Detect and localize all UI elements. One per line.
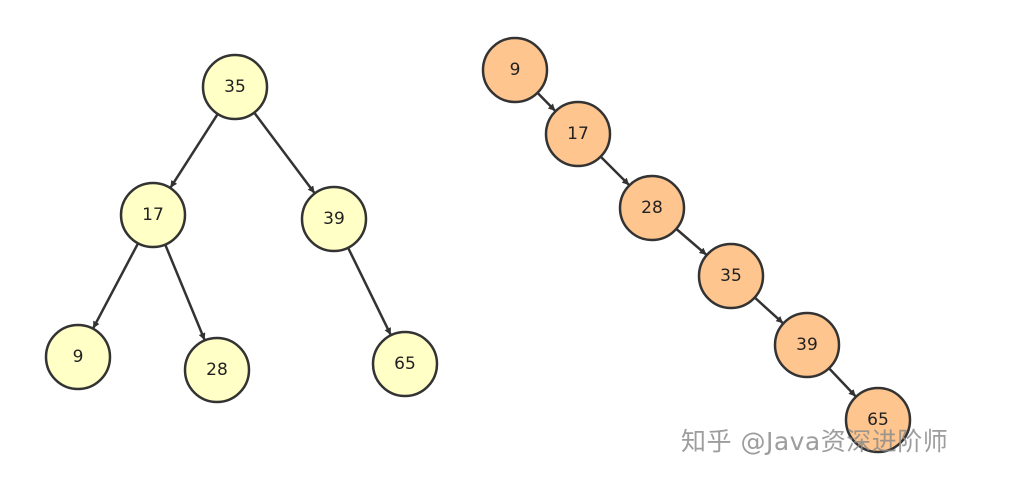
degenerate-node-circle [618,174,686,242]
balanced-node-circle [201,53,269,121]
degenerate-node-circle [697,242,765,310]
balanced-node-circle [371,330,439,398]
degenerate-node-circle [844,386,912,454]
degenerate-node-label: 65 [867,410,889,430]
degenerate-node-28: 28 [618,174,686,242]
degenerate-node-39: 39 [773,311,841,379]
degenerate-node-label: 17 [567,124,589,144]
degenerate-edge-d35-d39 [753,296,784,324]
degenerate-node-circle [773,311,841,379]
balanced-node-label: 39 [323,209,345,229]
degenerate-edge-d28-d35 [675,227,707,256]
nodes-layer: 35 17 39 9 28 65 9 17 28 35 39 65 [44,36,912,454]
balanced-node-28: 28 [183,336,251,404]
balanced-node-35: 35 [201,53,269,121]
degenerate-node-9: 9 [481,36,549,104]
edges-layer [92,91,857,397]
degenerate-node-circle [481,36,549,104]
balanced-node-label: 9 [73,347,84,367]
degenerate-node-circle [544,100,612,168]
degenerate-node-label: 28 [641,198,663,218]
degenerate-node-label: 35 [720,266,742,286]
balanced-node-65: 65 [371,330,439,398]
balanced-edge-b35-b17 [169,113,219,188]
balanced-node-17: 17 [119,181,187,249]
balanced-node-label: 28 [206,360,228,380]
balanced-node-39: 39 [300,185,368,253]
degenerate-edge-d39-d65 [828,367,857,397]
degenerate-edge-d17-d28 [599,155,630,186]
balanced-node-circle [119,181,187,249]
degenerate-node-17: 17 [544,100,612,168]
degenerate-node-label: 9 [510,60,521,80]
balanced-node-label: 65 [394,354,416,374]
watermark: 知乎 @Java资深进阶师 [681,427,949,456]
balanced-edge-b39-b65 [346,247,392,335]
balanced-node-label: 35 [224,77,246,97]
balanced-node-9: 9 [44,323,112,391]
degenerate-node-35: 35 [697,242,765,310]
balanced-node-label: 17 [142,205,164,225]
balanced-node-circle [183,336,251,404]
balanced-edge-b17-b28 [164,244,206,341]
balanced-node-circle [44,323,112,391]
balanced-edge-b35-b39 [253,111,316,194]
degenerate-node-label: 39 [796,335,818,355]
degenerate-node-65: 65 [844,386,912,454]
degenerate-edge-d9-d17 [536,91,556,112]
balanced-node-circle [300,185,368,253]
balanced-edge-b17-b9 [92,242,140,329]
